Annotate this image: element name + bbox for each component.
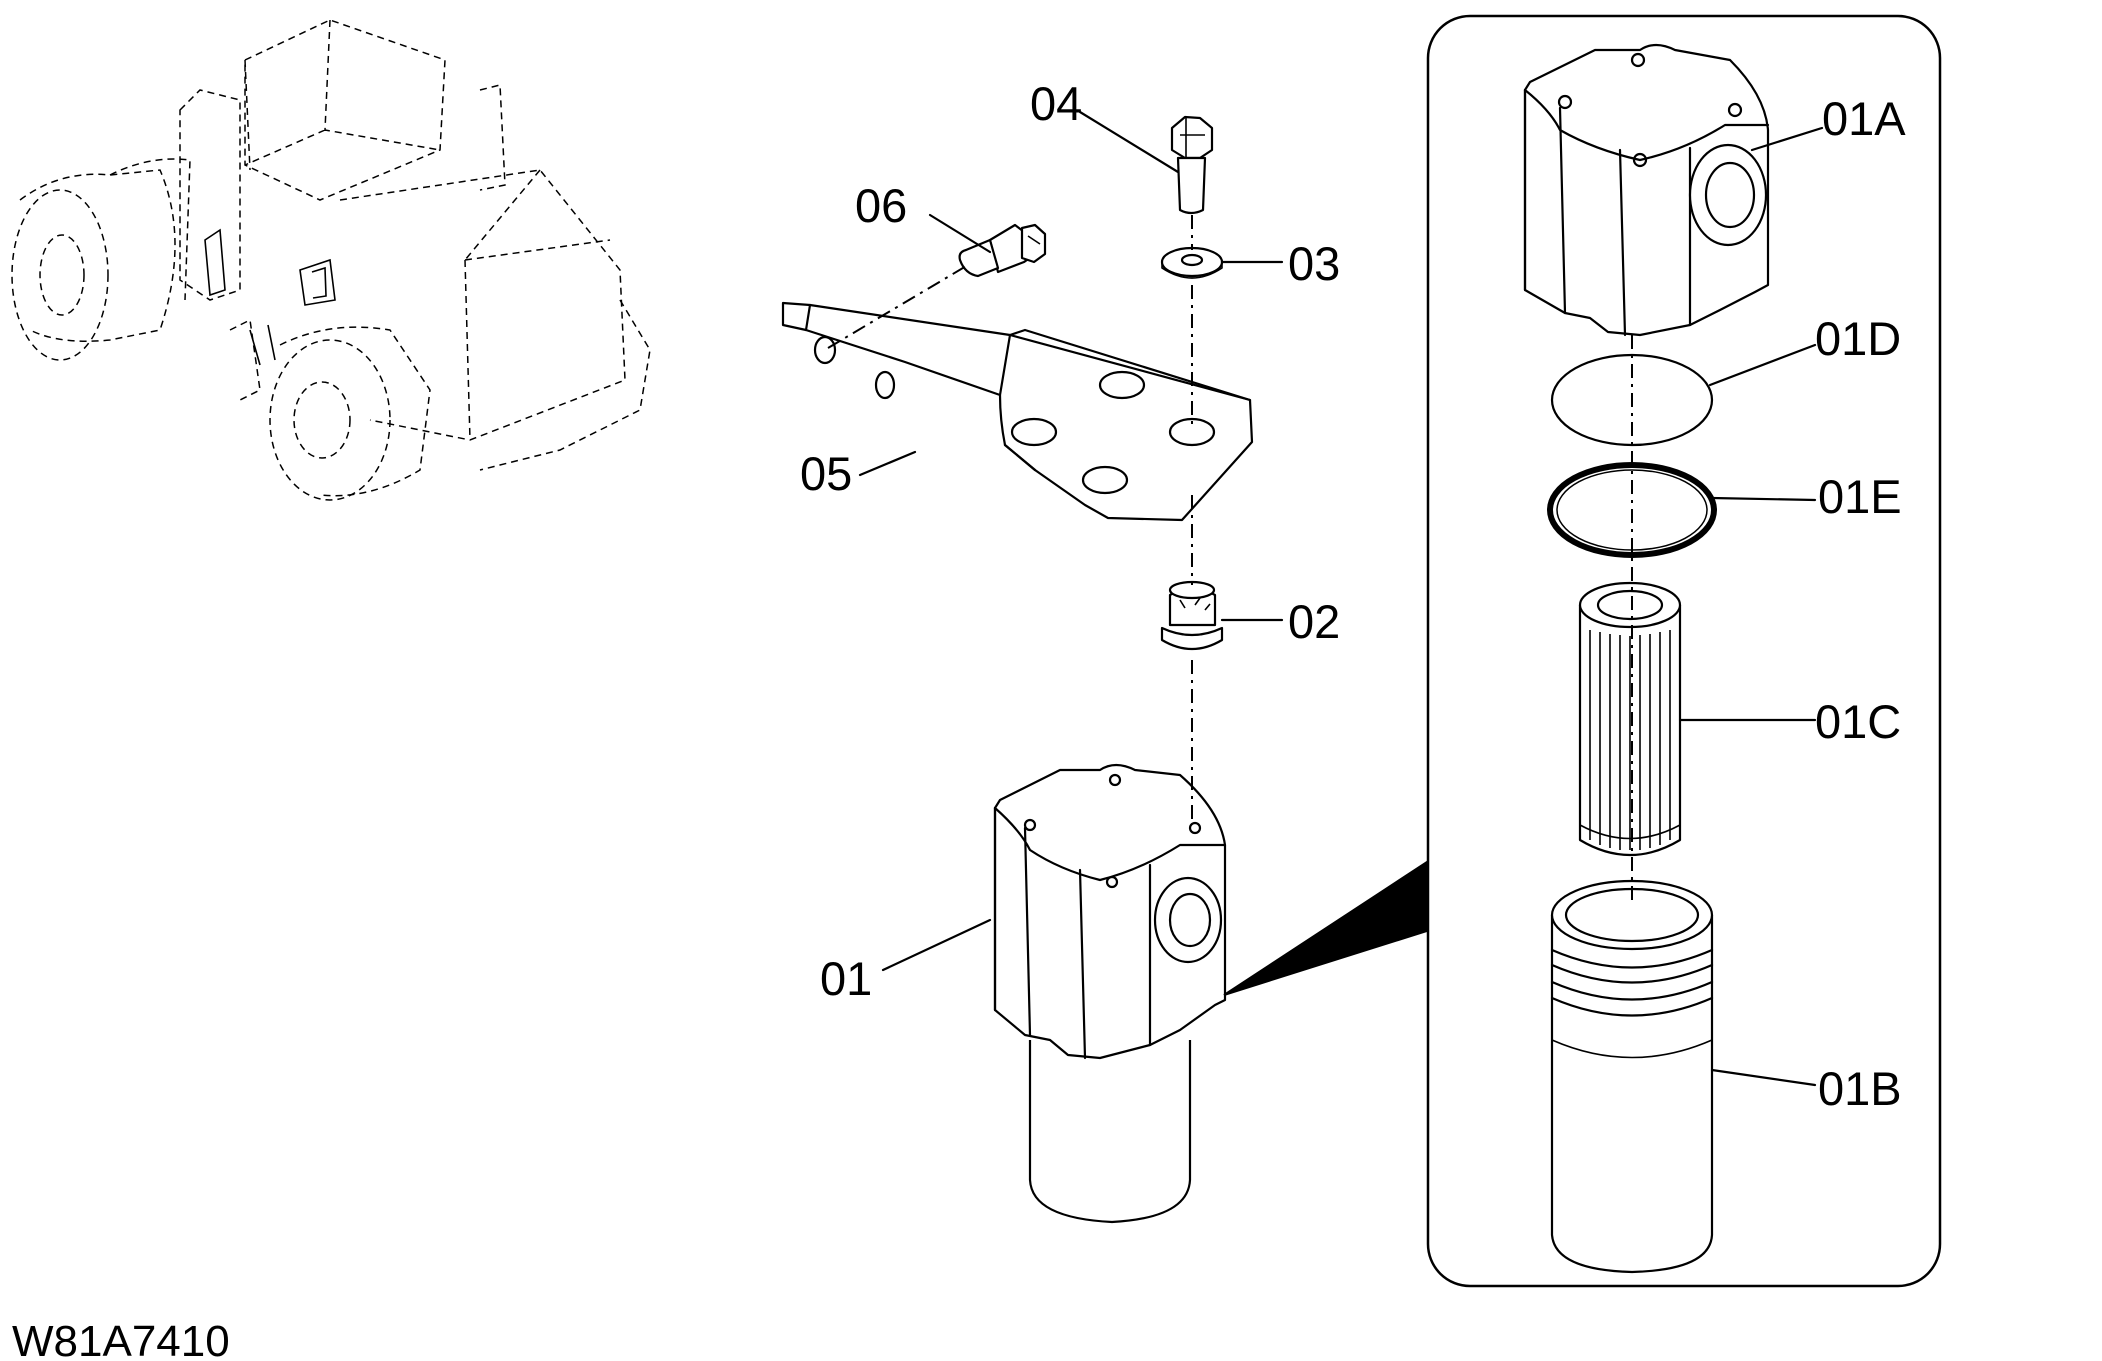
label-part-02: 02 — [1288, 595, 1340, 648]
part-01-filter-assembly — [993, 763, 1227, 1224]
part-02-plug — [1160, 580, 1224, 650]
part-06-bolt — [958, 223, 1047, 278]
label-part-01b: 01B — [1818, 1062, 1902, 1115]
assembly-center-line — [827, 215, 1193, 820]
detail-callout-pointer — [1223, 858, 1431, 996]
part-03-washer — [1160, 246, 1224, 279]
leader-lines — [858, 110, 1824, 1087]
part-01c-filter-element — [1578, 581, 1682, 856]
part-04-bolt — [1170, 115, 1214, 215]
part-01b-filter-bowl — [1550, 879, 1714, 1274]
machine-overview-illustration — [11, 19, 651, 501]
drawing-code: W81A7410 — [12, 1317, 230, 1361]
label-part-01c: 01C — [1815, 695, 1901, 748]
label-part-06: 06 — [855, 179, 907, 232]
label-part-01e: 01E — [1818, 470, 1902, 523]
part-05-bracket — [781, 301, 1254, 522]
label-part-01a: 01A — [1822, 92, 1906, 145]
part-01a-filter-head — [1523, 43, 1770, 337]
callout-labels: 04 06 03 05 02 01 01A 01D 01E 01C 01B — [800, 77, 1906, 1115]
label-part-05: 05 — [800, 447, 852, 500]
label-part-01d: 01D — [1815, 312, 1901, 365]
label-part-04: 04 — [1030, 77, 1082, 130]
label-part-03: 03 — [1288, 237, 1340, 290]
label-part-01: 01 — [820, 952, 872, 1005]
